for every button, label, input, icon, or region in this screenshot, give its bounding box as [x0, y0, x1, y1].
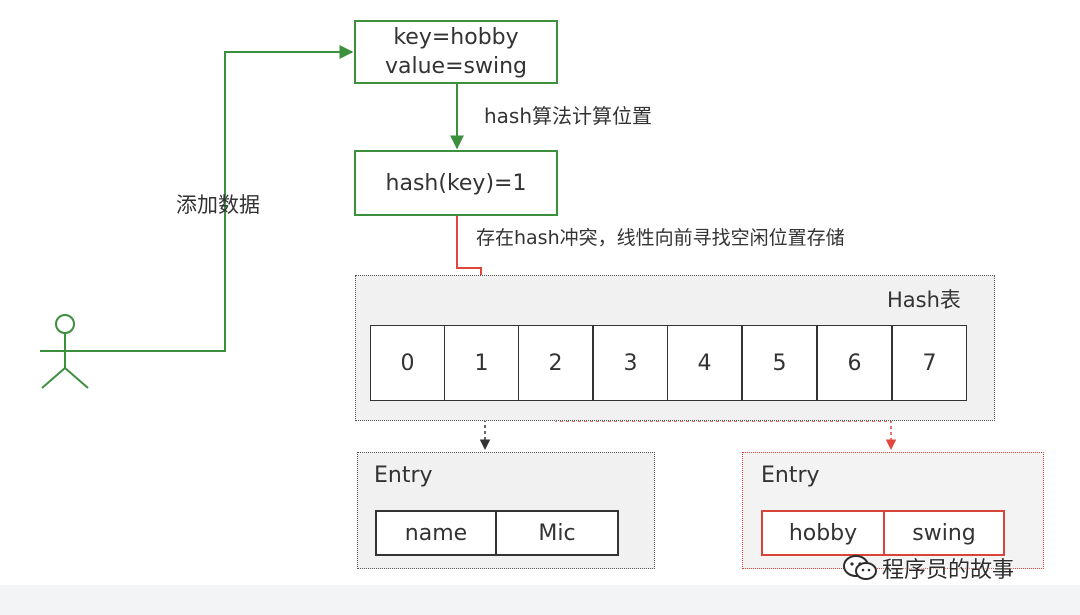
bottom-band	[0, 585, 1080, 615]
entry-right-key: hobby	[761, 510, 885, 556]
slot2-entry-connector	[555, 401, 897, 451]
entry-right-title: Entry	[761, 463, 820, 488]
input-key-text: key=hobby	[393, 25, 519, 50]
actor-icon	[40, 314, 92, 389]
hash-slot-0: 0	[370, 325, 445, 401]
hash-slot-4: 4	[667, 325, 742, 401]
hash-slot-2: 2	[518, 325, 593, 401]
watermark: 程序员的故事	[842, 552, 1014, 584]
watermark-text: 程序员的故事	[882, 558, 1015, 583]
entry-right-value: swing	[883, 510, 1005, 556]
add-data-label: 添加数据	[176, 193, 260, 217]
hash-slot-6: 6	[817, 325, 892, 401]
hash-slot-1: 1	[444, 325, 519, 401]
entry-left-value: Mic	[495, 510, 619, 556]
hash-slot-5: 5	[742, 325, 817, 401]
wechat-icon	[843, 555, 877, 580]
hash-table-title: Hash表	[887, 288, 961, 312]
input-value-text: value=swing	[384, 54, 527, 79]
conflict-label: 存在hash冲突，线性向前寻找空闲位置存储	[476, 227, 845, 249]
hash-step-label: hash算法计算位置	[484, 104, 653, 128]
hash-result-text: hash(key)=1	[385, 170, 527, 196]
hash-result-box: hash(key)=1	[354, 150, 558, 216]
entry-left-key: name	[375, 510, 497, 556]
hash-slot-7: 7	[892, 325, 967, 401]
entry-left-title: Entry	[374, 463, 433, 488]
input-data-box: key=hobby value=swing	[354, 20, 558, 84]
hash-slot-3: 3	[593, 325, 668, 401]
add-data-connector	[92, 45, 354, 352]
